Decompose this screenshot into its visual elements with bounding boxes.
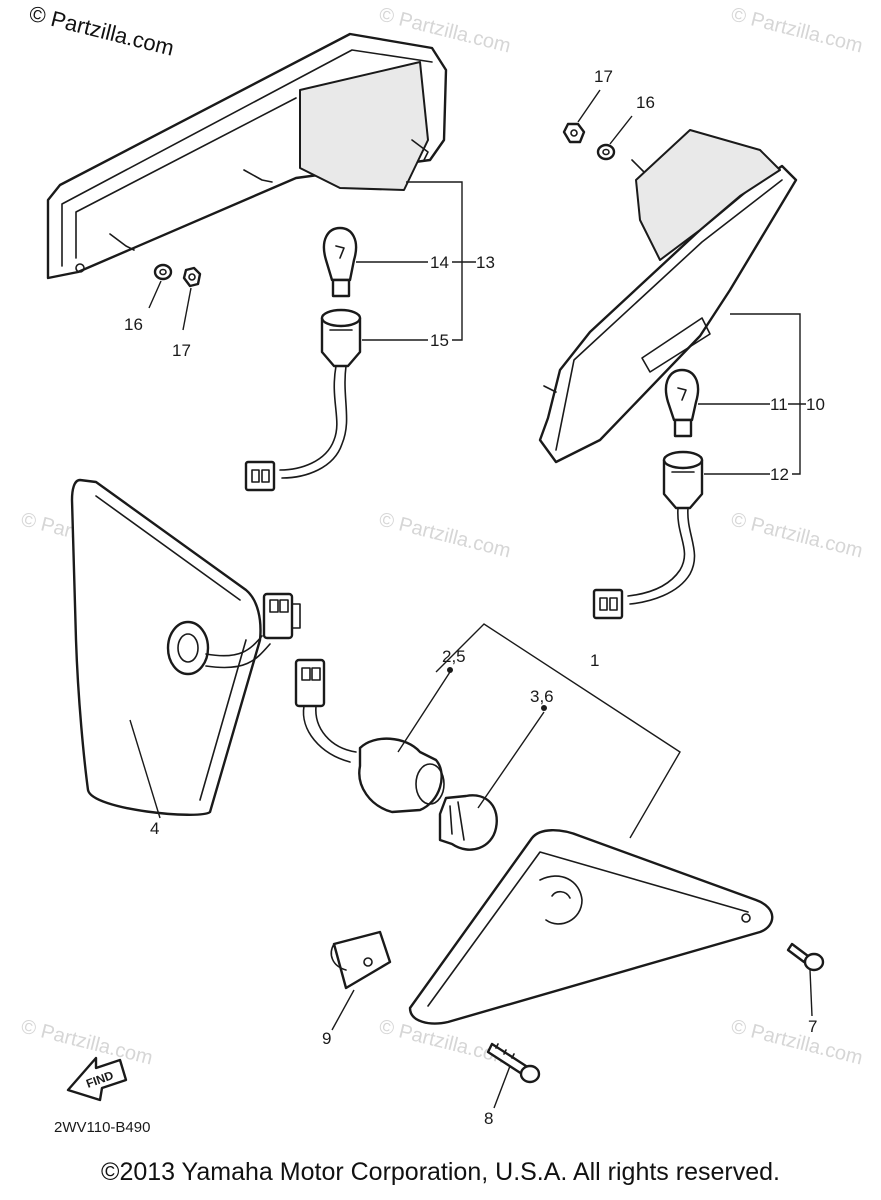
connector-15 xyxy=(244,460,276,492)
watermark: © Partzilla.com xyxy=(729,509,865,563)
callout-17-right: 17 xyxy=(594,67,613,86)
connector-2 xyxy=(294,658,326,708)
bracket-9 xyxy=(330,930,392,990)
socket-2 xyxy=(358,737,445,814)
watermark: © Partzilla.com xyxy=(19,1016,155,1070)
socket-15 xyxy=(320,308,362,368)
watermark: © Partzilla.com xyxy=(377,509,513,563)
copyright-notice: ©2013 Yamaha Motor Corporation, U.S.A. A… xyxy=(101,1158,780,1186)
callout-1: 1 xyxy=(590,651,599,670)
callout-4: 4 xyxy=(150,819,159,838)
connector-4 xyxy=(262,592,301,640)
callout-13: 13 xyxy=(476,253,495,272)
callout-8: 8 xyxy=(484,1109,493,1128)
bulb-14 xyxy=(322,226,358,298)
bullet-3 xyxy=(541,705,547,711)
bulb-11 xyxy=(664,368,700,438)
socket-12 xyxy=(662,450,704,510)
callout-3-6: 3,6 xyxy=(530,687,554,706)
callout-2-5: 2,5 xyxy=(442,647,466,666)
connector-12 xyxy=(592,588,624,620)
front-flasher-right xyxy=(538,129,798,464)
brand-watermark: © Partzilla.com xyxy=(27,1,177,61)
watermark: © Partzilla.com xyxy=(729,4,865,58)
washer-16-right xyxy=(596,143,616,161)
diagram-code: 2WV110-B490 xyxy=(54,1119,150,1136)
callout-16-left: 16 xyxy=(124,315,143,334)
nut-17-left xyxy=(182,266,202,288)
callout-12: 12 xyxy=(770,465,789,484)
rear-flasher-lens-4 xyxy=(70,478,262,816)
callout-11: 11 xyxy=(770,395,788,414)
callout-17-left: 17 xyxy=(172,341,191,360)
bullet-2 xyxy=(447,667,453,673)
rear-flasher-lens-1 xyxy=(408,829,774,1025)
find-badge: FIND xyxy=(66,1056,128,1102)
callout-16-right: 16 xyxy=(636,93,655,112)
callout-labels: 1 2,5 3,6 4 7 8 9 10 11 12 13 14 15 16 1… xyxy=(124,67,825,1128)
nut-17-right xyxy=(562,122,586,144)
callout-9: 9 xyxy=(322,1029,331,1048)
callout-10: 10 xyxy=(806,395,825,414)
callout-7: 7 xyxy=(808,1017,817,1036)
front-flasher-left xyxy=(46,32,448,280)
callout-15: 15 xyxy=(430,331,449,350)
rear-flasher-socket xyxy=(166,620,271,676)
watermark: © Partzilla.com xyxy=(729,1016,865,1070)
screw-8 xyxy=(486,1042,541,1084)
callout-14: 14 xyxy=(430,253,449,272)
bulb-3 xyxy=(438,794,498,851)
screw-7 xyxy=(786,942,825,972)
washer-16-left xyxy=(153,263,173,281)
